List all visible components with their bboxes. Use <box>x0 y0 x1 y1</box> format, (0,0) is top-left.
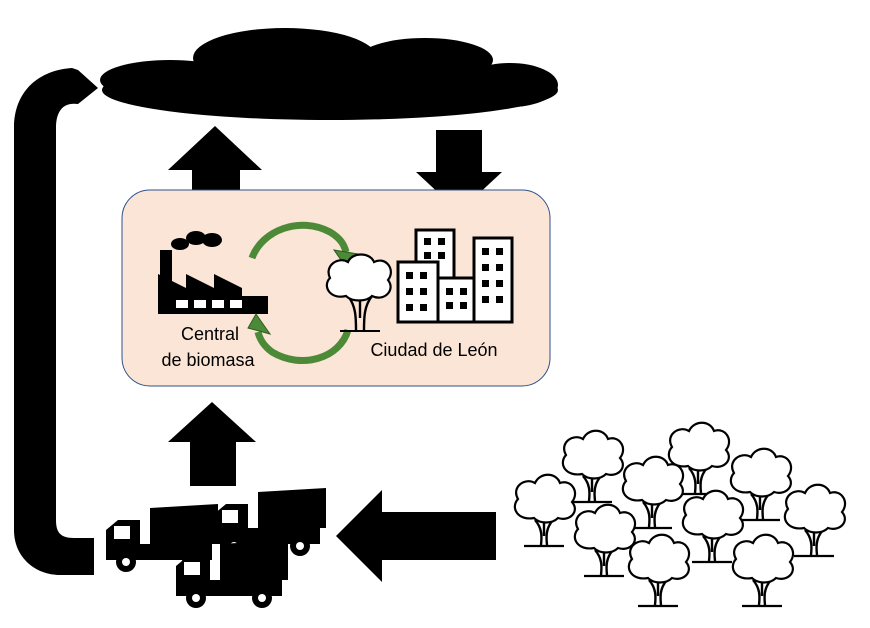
supply-up-arrow <box>168 402 256 486</box>
factory-icon <box>158 231 268 314</box>
plant-label-line1: Central <box>181 324 239 344</box>
harvest-left-arrow <box>336 490 496 582</box>
forest-icon <box>513 421 847 608</box>
tree-icon <box>325 253 392 332</box>
city-label: Ciudad de León <box>370 340 497 360</box>
building-windows <box>406 238 503 311</box>
cloud-icon <box>100 28 558 120</box>
buildings-icon <box>396 228 514 324</box>
truck-icon <box>106 488 326 608</box>
return-loop-arrow <box>14 68 98 575</box>
plant-label-line2: de biomasa <box>161 350 255 370</box>
